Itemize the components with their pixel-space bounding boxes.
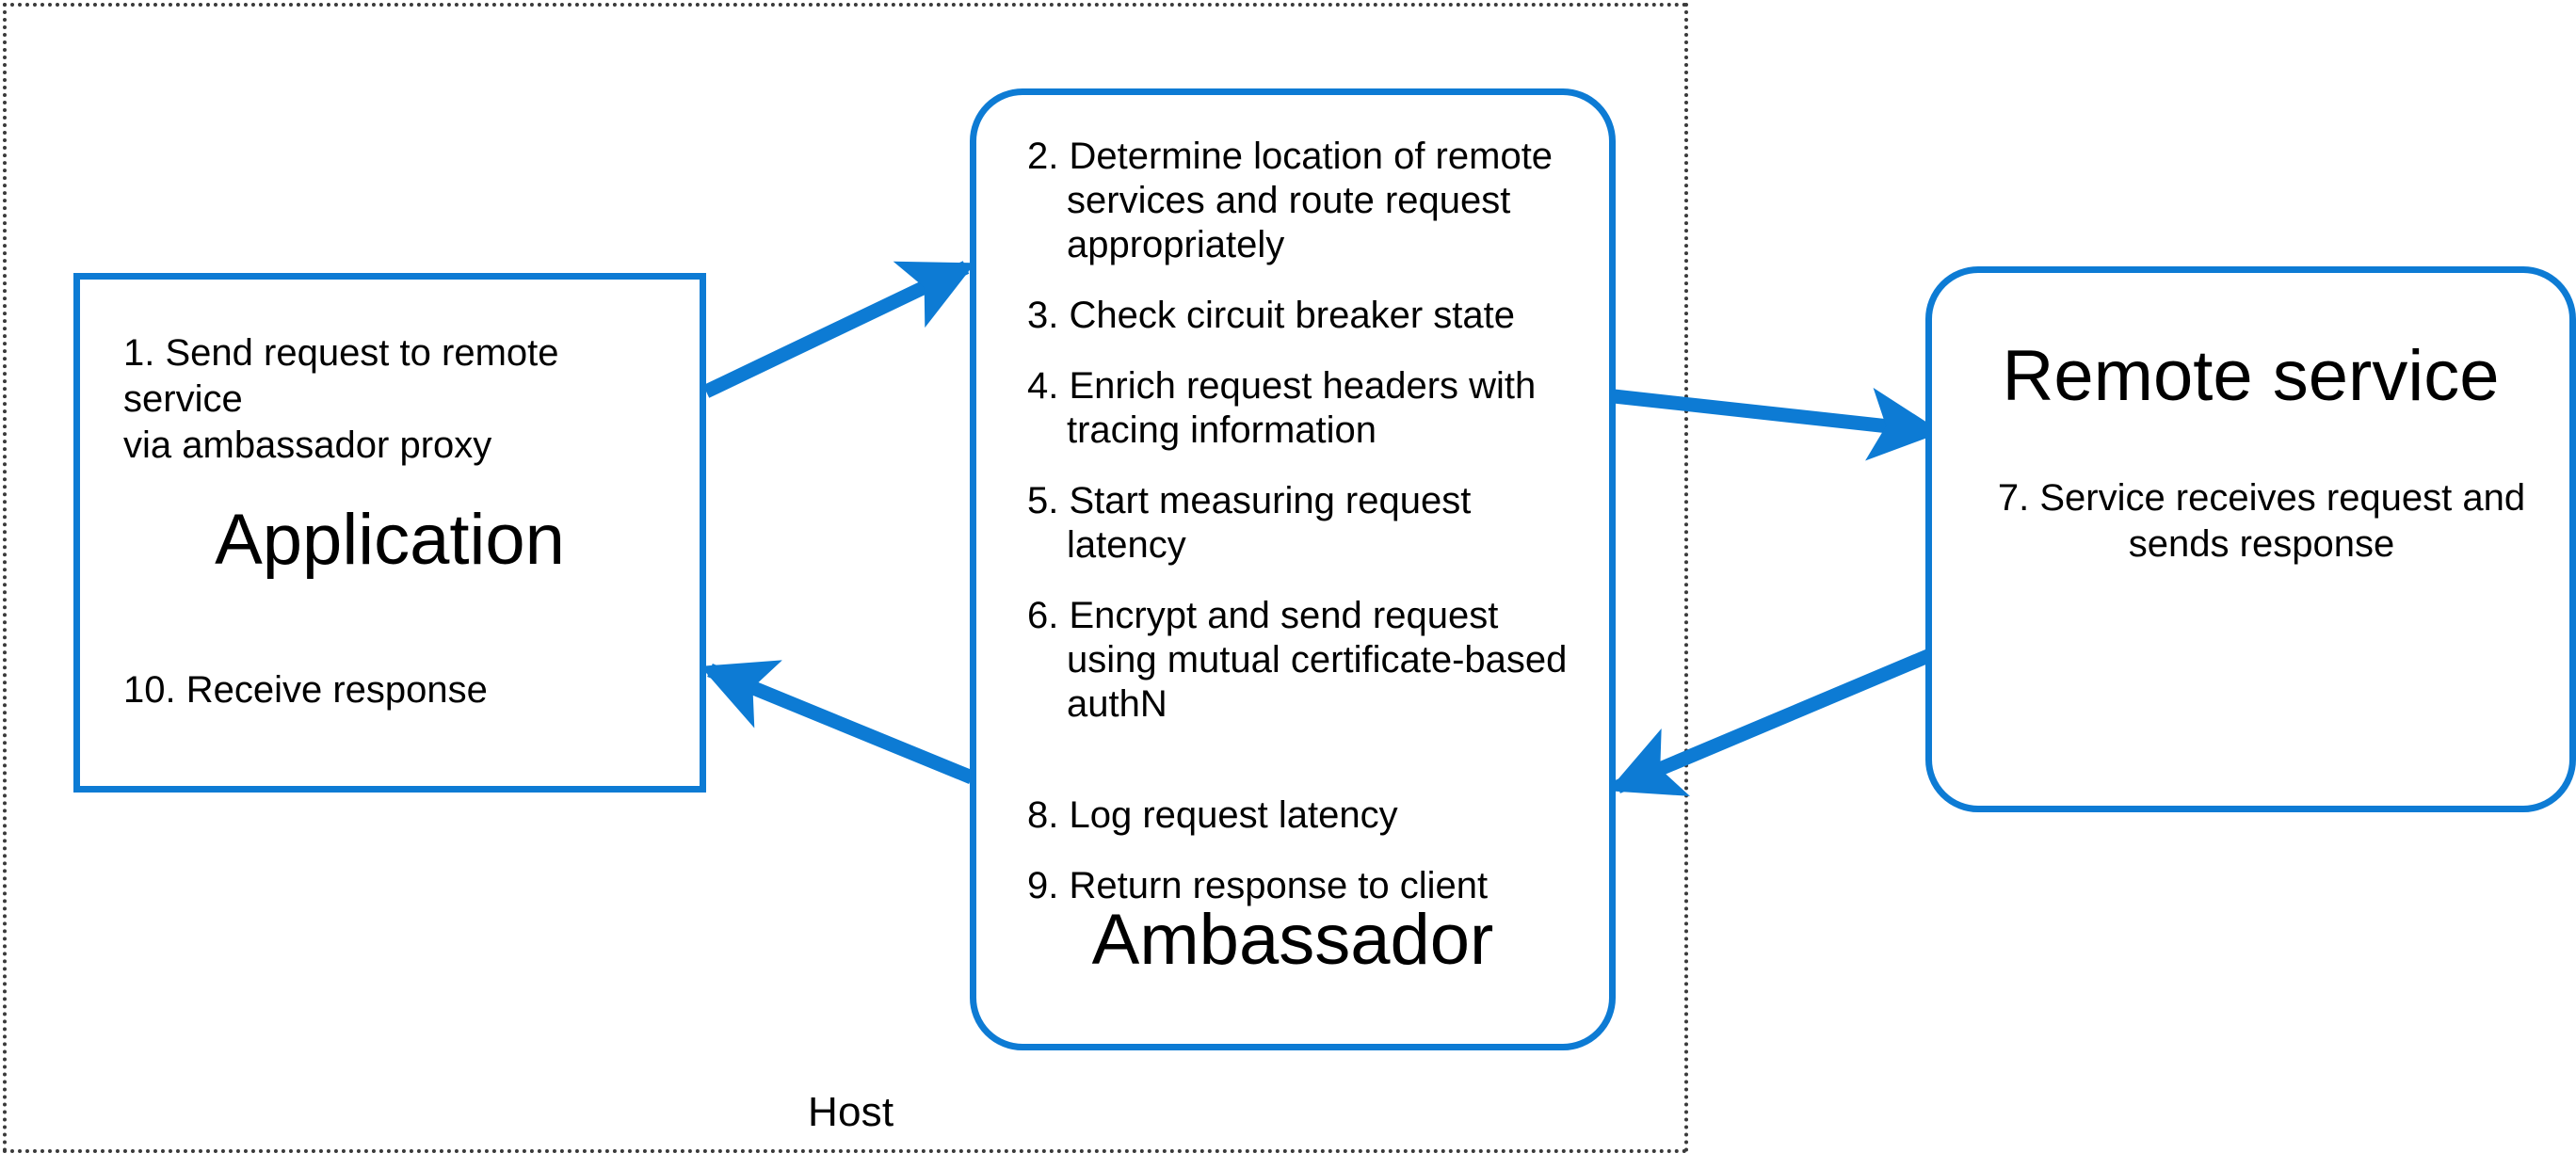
application-title: Application: [215, 500, 565, 580]
node-ambassador[interactable]: 2. Determine location of remote services…: [970, 88, 1616, 1050]
application-step-1: 1. Send request to remote service via am…: [123, 332, 559, 466]
list-item: 8. Log request latency: [1027, 794, 1398, 836]
host-boundary: [3, 3, 1688, 1153]
list-item: 5. Start measuring request latency: [1027, 480, 1472, 566]
remote-service-step-7: 7. Service receives request and sends re…: [1997, 477, 2526, 565]
node-application[interactable]: 1. Send request to remote service via am…: [73, 273, 706, 793]
list-item: 2. Determine location of remote services…: [1027, 136, 1554, 265]
node-remote-service[interactable]: Remote service 7. Service receives reque…: [1925, 266, 2576, 812]
application-step-10: 10. Receive response: [123, 669, 488, 711]
remote-service-title: Remote service: [2002, 336, 2500, 416]
ambassador-title: Ambassador: [1091, 900, 1494, 980]
ambassador-steps-lower: 8. Log request latency 9. Return respons…: [1027, 793, 1583, 935]
list-item: 9. Return response to client: [1027, 865, 1489, 906]
list-item: 4. Enrich request headers with tracing i…: [1027, 365, 1537, 451]
list-item: 6. Encrypt and send request using mutual…: [1027, 595, 1568, 725]
ambassador-steps-upper: 2. Determine location of remote services…: [1027, 135, 1583, 753]
list-item: 3. Check circuit breaker state: [1027, 295, 1515, 336]
host-label: Host: [808, 1089, 894, 1135]
